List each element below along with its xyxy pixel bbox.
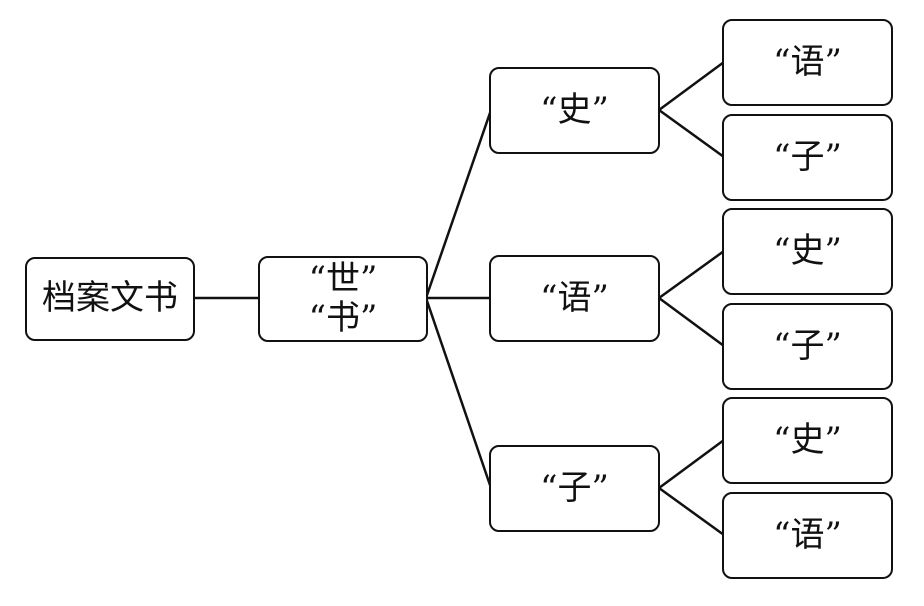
leaf-node-3-1-label: “史”	[773, 419, 842, 460]
hub-node: “世” “书”	[258, 256, 428, 342]
leaf-node-2-1-label: “史”	[773, 230, 842, 271]
leaf-node-1-2-label: “子”	[773, 136, 842, 177]
hub-node-label: “世” “书”	[308, 259, 389, 339]
leaf-node-1-2: “子”	[722, 114, 893, 201]
branch-node-3: “子”	[489, 445, 660, 532]
leaf-node-1-1-label: “语”	[773, 41, 842, 82]
branch-node-1: “史”	[489, 67, 660, 154]
connector-branch-1-leaf-2	[658, 108, 725, 159]
connector-branch-2-leaf-1	[658, 249, 725, 300]
leaf-node-2-2: “子”	[722, 303, 893, 390]
leaf-node-3-1: “史”	[722, 397, 893, 484]
leaf-node-1-1: “语”	[722, 19, 893, 106]
branch-node-1-label: “史”	[540, 89, 609, 130]
leaf-node-2-2-label: “子”	[773, 325, 842, 366]
branch-node-3-label: “子”	[540, 467, 609, 508]
leaf-node-3-2: “语”	[722, 492, 893, 579]
connector-hub-branch-1	[424, 109, 493, 299]
branch-node-2: “语”	[489, 255, 660, 342]
connector-branch-3-leaf-2	[658, 486, 725, 537]
leaf-node-3-2-label: “语”	[773, 514, 842, 555]
root-node-label: 档案文书	[42, 278, 178, 319]
root-node: 档案文书	[25, 257, 195, 341]
branch-node-2-label: “语”	[540, 277, 609, 318]
connector-hub-branch-3	[424, 297, 493, 489]
connector-branch-2-leaf-2	[658, 296, 725, 348]
leaf-node-2-1: “史”	[722, 208, 893, 295]
connector-branch-1-leaf-1	[658, 60, 725, 112]
connector-branch-3-leaf-1	[658, 438, 725, 490]
